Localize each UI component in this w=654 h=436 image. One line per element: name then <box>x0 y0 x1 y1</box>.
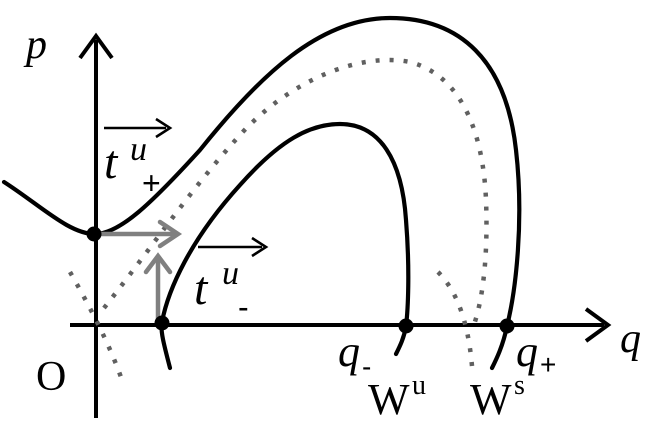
t-plus-sub: + <box>142 165 161 201</box>
q-axis-arrowhead <box>584 307 612 343</box>
unstable-manifold-inner-curve <box>159 121 411 371</box>
t-minus-overline-head <box>251 236 269 258</box>
tangent-arrow-horizontal-head <box>157 219 183 249</box>
points <box>86 226 515 334</box>
point-q-minus <box>398 318 414 334</box>
point-base-inner <box>154 315 170 331</box>
p-axis-arrowhead <box>78 32 114 60</box>
t-minus-sub: - <box>238 289 249 325</box>
q-minus-main: q <box>338 327 360 376</box>
solid-curves <box>1 15 522 371</box>
stable-manifold-label: W <box>470 375 512 424</box>
dotted-curves <box>68 57 489 381</box>
q-plus-sub: + <box>540 349 556 380</box>
dotted-curve-origin <box>68 270 125 381</box>
point-q-plus <box>499 318 515 334</box>
origin-label: O <box>36 354 66 400</box>
unstable-manifold-sup: u <box>412 370 426 401</box>
q-minus-sub: - <box>362 351 371 382</box>
tangent-arrow-vertical-head <box>143 252 173 275</box>
unstable-manifold-label: W <box>368 375 410 424</box>
stable-manifold-outer-curve <box>1 15 522 371</box>
axis-label-q: q <box>620 316 641 362</box>
tangent-arrows <box>93 219 183 323</box>
t-plus-overline-head <box>155 117 173 139</box>
labels: p q O t u + t u - q - q + W u W s <box>23 22 641 424</box>
point-on-p-axis <box>86 226 102 242</box>
t-overline-arrows <box>104 117 269 258</box>
t-plus-sup: u <box>130 131 147 168</box>
q-plus-main: q <box>516 327 538 376</box>
stable-manifold-sup: s <box>514 370 525 401</box>
t-plus-main: t <box>104 136 119 189</box>
dotted-middle-loop <box>102 57 489 331</box>
axis-label-p: p <box>23 22 47 68</box>
t-minus-main: t <box>194 262 209 315</box>
t-minus-sup: u <box>222 255 239 292</box>
dotted-curve-ws-branch <box>436 270 475 367</box>
